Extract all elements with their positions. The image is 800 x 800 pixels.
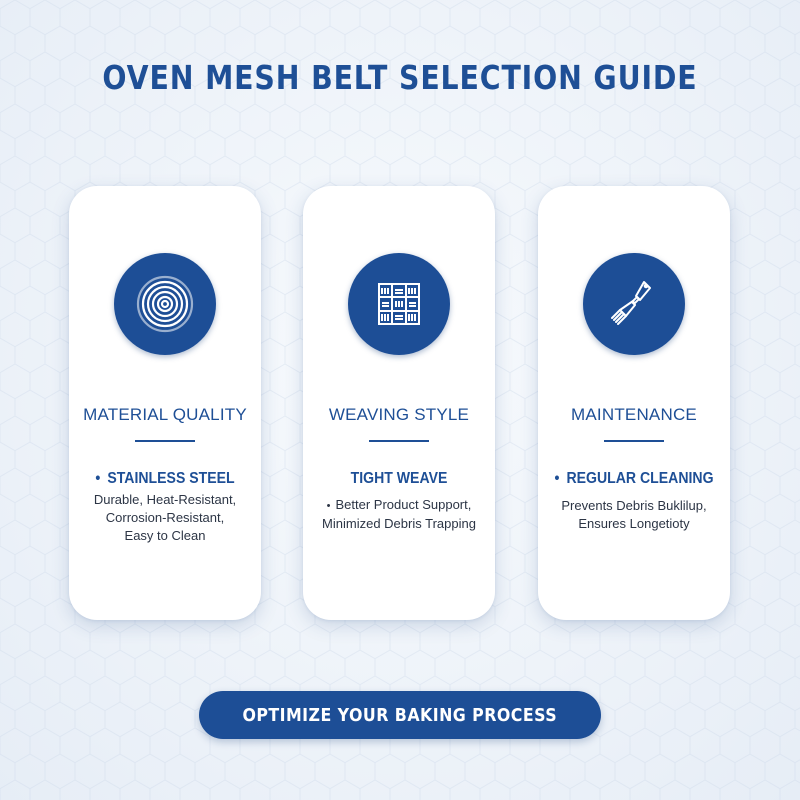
bullet: •: [326, 500, 331, 512]
detail-line: Prevents Debris Buklilup,: [561, 498, 707, 513]
concentric-rings-icon: [136, 275, 194, 333]
divider: [135, 440, 195, 442]
card-details: Durable, Heat-Resistant, Corrosion-Resis…: [75, 491, 255, 545]
page-title: OVEN MESH BELT SELECTION GUIDE: [102, 58, 698, 97]
bullet: •: [554, 470, 560, 487]
detail-line: Corrosion-Resistant,: [105, 510, 225, 525]
card-title: WEAVING STYLE: [328, 405, 470, 424]
detail-line: Durable, Heat-Resistant,: [93, 492, 237, 507]
card-details: • Better Product Support, Minimized Debri…: [309, 496, 489, 533]
detail-text: Better Product Support,: [335, 497, 472, 512]
card-maintenance: MAINTENANCE • REGULAR CLEANING Prevents D…: [538, 186, 730, 620]
card-subtitle: TIGHT WEAVE: [350, 470, 448, 487]
card-title: MATERIAL QUALITY: [83, 405, 247, 424]
card-details: Prevents Debris Buklilup, Ensures Longet…: [544, 497, 724, 533]
cta-label: OPTIMIZE YOUR BAKING PROCESS: [242, 704, 558, 726]
card-subtitle: • STAINLESS STEEL: [81, 470, 250, 488]
card-subtitle: • REGULAR CLEANING: [550, 470, 719, 488]
card-material-quality: MATERIAL QUALITY • STAINLESS STEEL Durabl…: [69, 186, 261, 620]
icon-badge: [583, 253, 685, 355]
detail-line: Minimized Debris Trapping: [322, 516, 476, 531]
divider: [604, 440, 664, 442]
card-title: MAINTENANCE: [571, 405, 697, 424]
card-subtitle-text: REGULAR CLEANING: [566, 470, 714, 487]
woven-mesh-icon: [378, 283, 420, 325]
card-weaving-style: WEAVING STYLE TIGHT WEAVE • Better Produc…: [303, 186, 495, 620]
card-subtitle-text: STAINLESS STEEL: [107, 470, 235, 487]
icon-badge: [348, 253, 450, 355]
scraper-brush-icon: [611, 281, 651, 325]
detail-line: Easy to Clean: [124, 528, 206, 543]
icon-badge: [114, 253, 216, 355]
optimize-process-button[interactable]: OPTIMIZE YOUR BAKING PROCESS: [199, 691, 601, 739]
detail-line: Ensures Longetioty: [578, 516, 690, 531]
detail-line: • Better Product Support,: [309, 496, 489, 515]
bullet: •: [95, 470, 101, 487]
divider: [369, 440, 429, 442]
